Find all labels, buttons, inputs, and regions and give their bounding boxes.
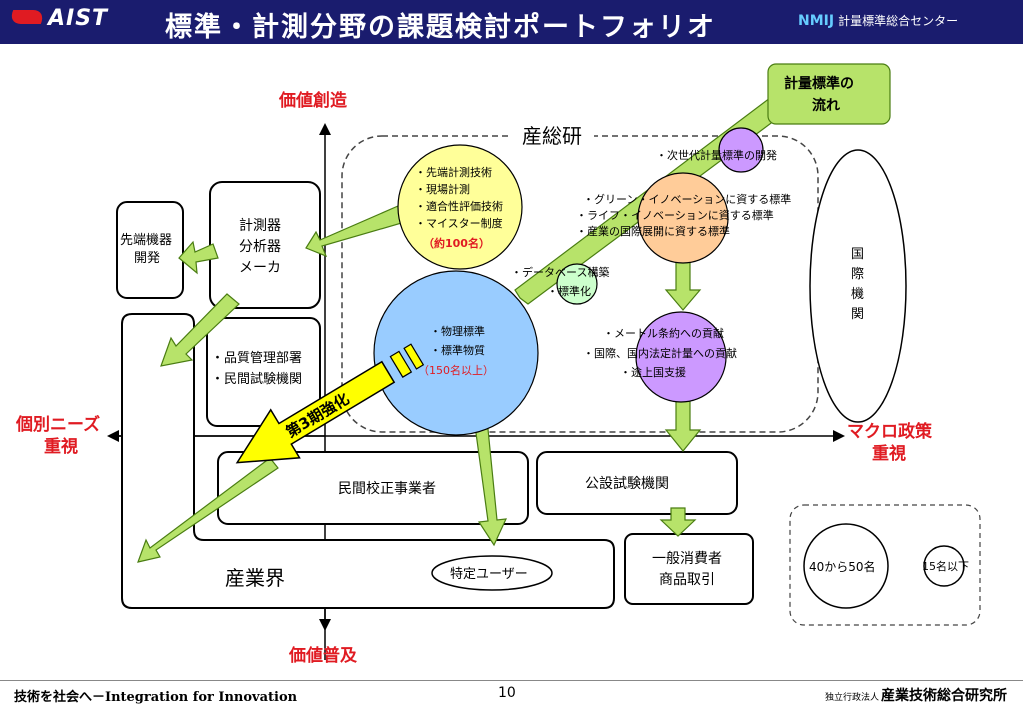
aist-region bbox=[341, 135, 819, 433]
axis-label-left-2: 重視 bbox=[44, 436, 78, 457]
footer-org-prefix: 独立行政法人 bbox=[824, 693, 879, 703]
yellow-circle bbox=[397, 144, 523, 270]
private-calibration-box bbox=[217, 451, 529, 525]
public-testing-label: 公設試験機関 bbox=[585, 476, 669, 492]
orange-circle bbox=[637, 172, 729, 264]
page-number: 10 bbox=[498, 685, 516, 701]
orange-item-2: ・ライフ・イノベーションに資する標準 bbox=[576, 208, 774, 222]
specific-user-ellipse bbox=[431, 555, 553, 591]
international-label-4: 関 bbox=[851, 307, 864, 322]
database-item-2: ・標準化 bbox=[547, 284, 591, 298]
yellow-count: （約100名） bbox=[423, 236, 490, 250]
blue-item-2: ・標準物質 bbox=[430, 343, 485, 357]
legend-large-circle bbox=[803, 523, 889, 609]
aist-label: 産総研 bbox=[522, 124, 582, 148]
private-calibration-label: 民間校正事業者 bbox=[338, 480, 436, 497]
orange-item-3: ・産業の国際展開に資する標準 bbox=[576, 224, 730, 238]
consumer-box bbox=[624, 533, 754, 605]
next-gen-circle bbox=[718, 127, 764, 173]
footer-org: 独立行政法人産業技術総合研究所 bbox=[825, 685, 1007, 705]
yellow-item-3: ・適合性評価技術 bbox=[415, 199, 503, 213]
legend-small-label: 15名以下 bbox=[922, 559, 969, 573]
purple-item-2: ・国際、国内法定計量への貢献 bbox=[583, 346, 737, 360]
advanced-dev-box bbox=[116, 201, 184, 299]
yellow-item-1: ・先端計測技術 bbox=[415, 165, 492, 179]
international-label-1: 国 bbox=[851, 247, 864, 262]
instrument-maker-label-2: 分析器 bbox=[239, 239, 281, 255]
database-circle bbox=[556, 263, 598, 305]
axis-label-bottom: 価値普及 bbox=[288, 645, 358, 666]
third-phase-dash-2 bbox=[403, 343, 425, 370]
axis-label-right-1: マクロ政策 bbox=[847, 421, 933, 442]
purple-item-1: ・メートル条約への貢献 bbox=[603, 326, 724, 340]
industry-label: 産業界 bbox=[225, 566, 285, 590]
arrow-maker-to-industry bbox=[160, 293, 240, 367]
legend-large-label: 40から50名 bbox=[809, 559, 876, 574]
axis-label-top: 価値創造 bbox=[278, 90, 348, 111]
flow-label-1: 計量標準の bbox=[784, 75, 854, 92]
portfolio-diagram: 産総研 価値創造 価値普及 個別ニーズ 重視 マクロ政策 重視 先端機器 開発 … bbox=[15, 63, 981, 666]
international-org-ellipse bbox=[809, 149, 907, 423]
purple-item-3: ・途上国支援 bbox=[620, 365, 686, 379]
yellow-item-4: ・マイスター制度 bbox=[415, 216, 503, 230]
footer-org-name: 産業技術総合研究所 bbox=[881, 688, 1007, 704]
database-item-1: ・データベース構築 bbox=[511, 265, 609, 279]
quality-dept-label-2: ・民間試験機関 bbox=[211, 371, 302, 387]
yellow-item-2: ・現場計測 bbox=[415, 182, 470, 196]
axis-label-left-1: 個別ニーズ bbox=[15, 414, 100, 435]
arrow-to-industry-line bbox=[137, 457, 279, 563]
third-phase-dash-1 bbox=[389, 350, 413, 378]
aist-label-bg bbox=[512, 120, 594, 150]
public-testing-box bbox=[536, 451, 738, 515]
arrow-orange-to-purple bbox=[664, 261, 702, 311]
aist-logo: AIST bbox=[6, 6, 109, 31]
specific-user-label: 特定ユーザー bbox=[450, 567, 528, 582]
footer-divider bbox=[0, 680, 1023, 681]
international-label-3: 機 bbox=[851, 287, 864, 302]
page-title: 標準・計測分野の課題検討ポートフォリオ bbox=[165, 12, 716, 43]
blue-count: （150名以上） bbox=[418, 363, 494, 377]
axis-label-right-2: 重視 bbox=[872, 443, 906, 464]
advanced-dev-label-1: 先端機器 bbox=[120, 233, 172, 248]
blue-item-1: ・物理標準 bbox=[430, 324, 485, 338]
third-phase-arrow-shape bbox=[235, 360, 396, 464]
arrow-maker-to-advanced bbox=[178, 240, 219, 275]
international-label-2: 際 bbox=[851, 267, 864, 282]
consumer-label-2: 商品取引 bbox=[659, 572, 715, 588]
arrow-public-to-consumer bbox=[659, 507, 697, 537]
flow-label-2: 流れ bbox=[812, 97, 840, 114]
legend-small-circle bbox=[923, 545, 965, 587]
blue-circle bbox=[373, 270, 539, 436]
advanced-dev-label-2: 開発 bbox=[134, 251, 160, 266]
instrument-maker-label-1: 計測器 bbox=[239, 218, 281, 234]
consumer-label-1: 一般消費者 bbox=[652, 551, 722, 567]
next-gen-label: ・次世代計量標準の開発 bbox=[656, 148, 777, 162]
nmij-logo-text: NMIJ bbox=[798, 13, 835, 29]
flow-label-box bbox=[767, 63, 891, 125]
nmij-label: 計量標準総合センター bbox=[838, 14, 959, 28]
footer-slogan: 技術を社会へ－Integration for Innovation bbox=[14, 690, 298, 705]
orange-item-1: ・グリーン・イノベーションに資する標準 bbox=[583, 192, 791, 206]
arrow-purple-to-public bbox=[664, 399, 702, 452]
purple-circle bbox=[635, 311, 727, 403]
arrow-yellow-to-maker bbox=[305, 205, 406, 258]
instrument-maker-label-3: メーカ bbox=[239, 260, 281, 276]
aist-logo-text: AIST bbox=[48, 6, 109, 31]
quality-dept-label-1: ・品質管理部署 bbox=[211, 351, 302, 366]
